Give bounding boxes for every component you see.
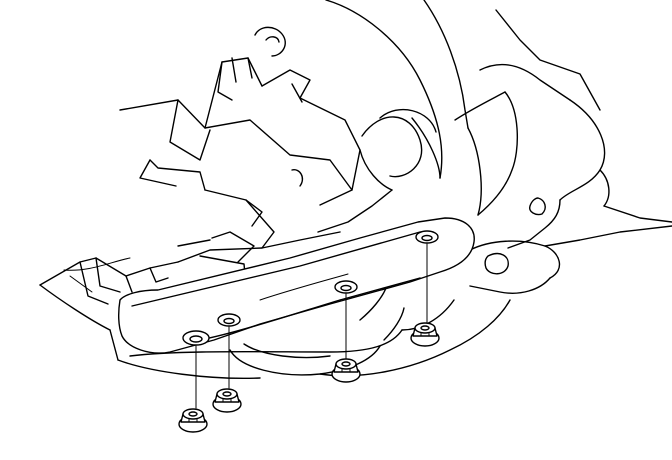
flange-nut-2 xyxy=(212,388,242,413)
bolt-hole-1 xyxy=(182,330,210,346)
leader-lines xyxy=(195,243,428,409)
lower-frame-left xyxy=(39,231,341,361)
bolt-hole-2 xyxy=(217,313,241,327)
bolt-hole-3-inner xyxy=(340,284,352,292)
bolt-hole-3 xyxy=(334,280,358,294)
bolt-hole-2-inner xyxy=(223,317,235,325)
bolt-hole-4 xyxy=(415,230,439,244)
flange-nut-1 xyxy=(178,408,208,433)
bolt-holes xyxy=(182,230,439,346)
mounting-bracket xyxy=(117,217,475,354)
flange-nut-4 xyxy=(410,322,440,347)
flange-nut-3 xyxy=(331,358,361,383)
bolt-hole-1-inner xyxy=(189,335,203,343)
body-panel-right xyxy=(325,0,672,294)
bolt-hole-4-inner xyxy=(421,234,433,242)
